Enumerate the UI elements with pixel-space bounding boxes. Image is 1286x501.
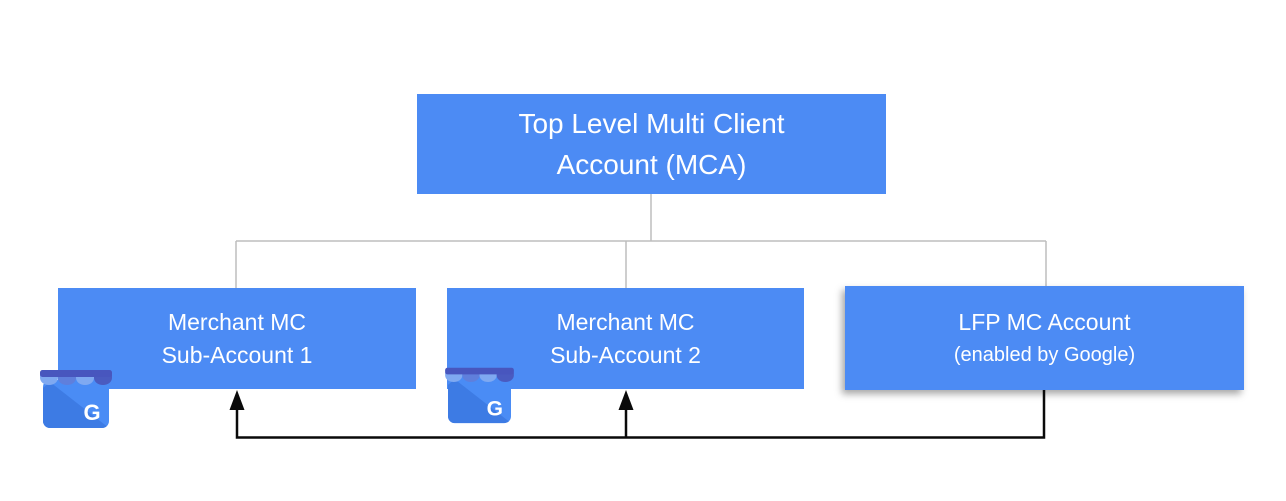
google-letter: G bbox=[83, 400, 100, 425]
awning-scallop bbox=[445, 372, 463, 383]
node-label-line: Top Level Multi Client bbox=[518, 108, 785, 139]
tree-connector-lines bbox=[235, 194, 1047, 288]
awning-scallop bbox=[496, 372, 514, 383]
node-label-line: Merchant MC bbox=[556, 308, 695, 335]
awning-band bbox=[445, 367, 514, 375]
node-top-level-mca: Top Level Multi Client Account (MCA) bbox=[417, 94, 886, 194]
awning-scallop bbox=[94, 375, 112, 385]
lfp-feed-line bbox=[235, 390, 1046, 439]
node-lfp-mc-account: LFP MC Account (enabled by Google) bbox=[845, 286, 1244, 390]
arrowhead-to-sub-account-1 bbox=[229, 390, 245, 410]
node-label-line: Sub-Account 2 bbox=[550, 341, 701, 368]
google-letter: G bbox=[487, 397, 503, 420]
node-label-line: Account (MCA) bbox=[556, 149, 747, 180]
node-label-line: Sub-Account 1 bbox=[161, 341, 313, 368]
google-my-business-icon: G bbox=[445, 367, 514, 424]
awning-scallop bbox=[462, 372, 480, 383]
node-label-line: Merchant MC bbox=[167, 308, 307, 335]
storefront-body-shade bbox=[43, 382, 109, 428]
awning-scallop bbox=[58, 375, 76, 385]
node-merchant-sub-account-1: Merchant MC Sub-Account 1 bbox=[58, 288, 416, 389]
google-my-business-icon: G bbox=[40, 370, 112, 428]
node-label-line: (enabled by Google) bbox=[953, 343, 1136, 366]
awning-scallop bbox=[479, 372, 497, 383]
node-label-line: LFP MC Account bbox=[958, 308, 1131, 335]
arrowhead-to-sub-account-2 bbox=[618, 390, 634, 410]
awning-band bbox=[40, 370, 112, 377]
awning-scallop bbox=[40, 375, 58, 385]
awning-scallop bbox=[76, 375, 94, 385]
